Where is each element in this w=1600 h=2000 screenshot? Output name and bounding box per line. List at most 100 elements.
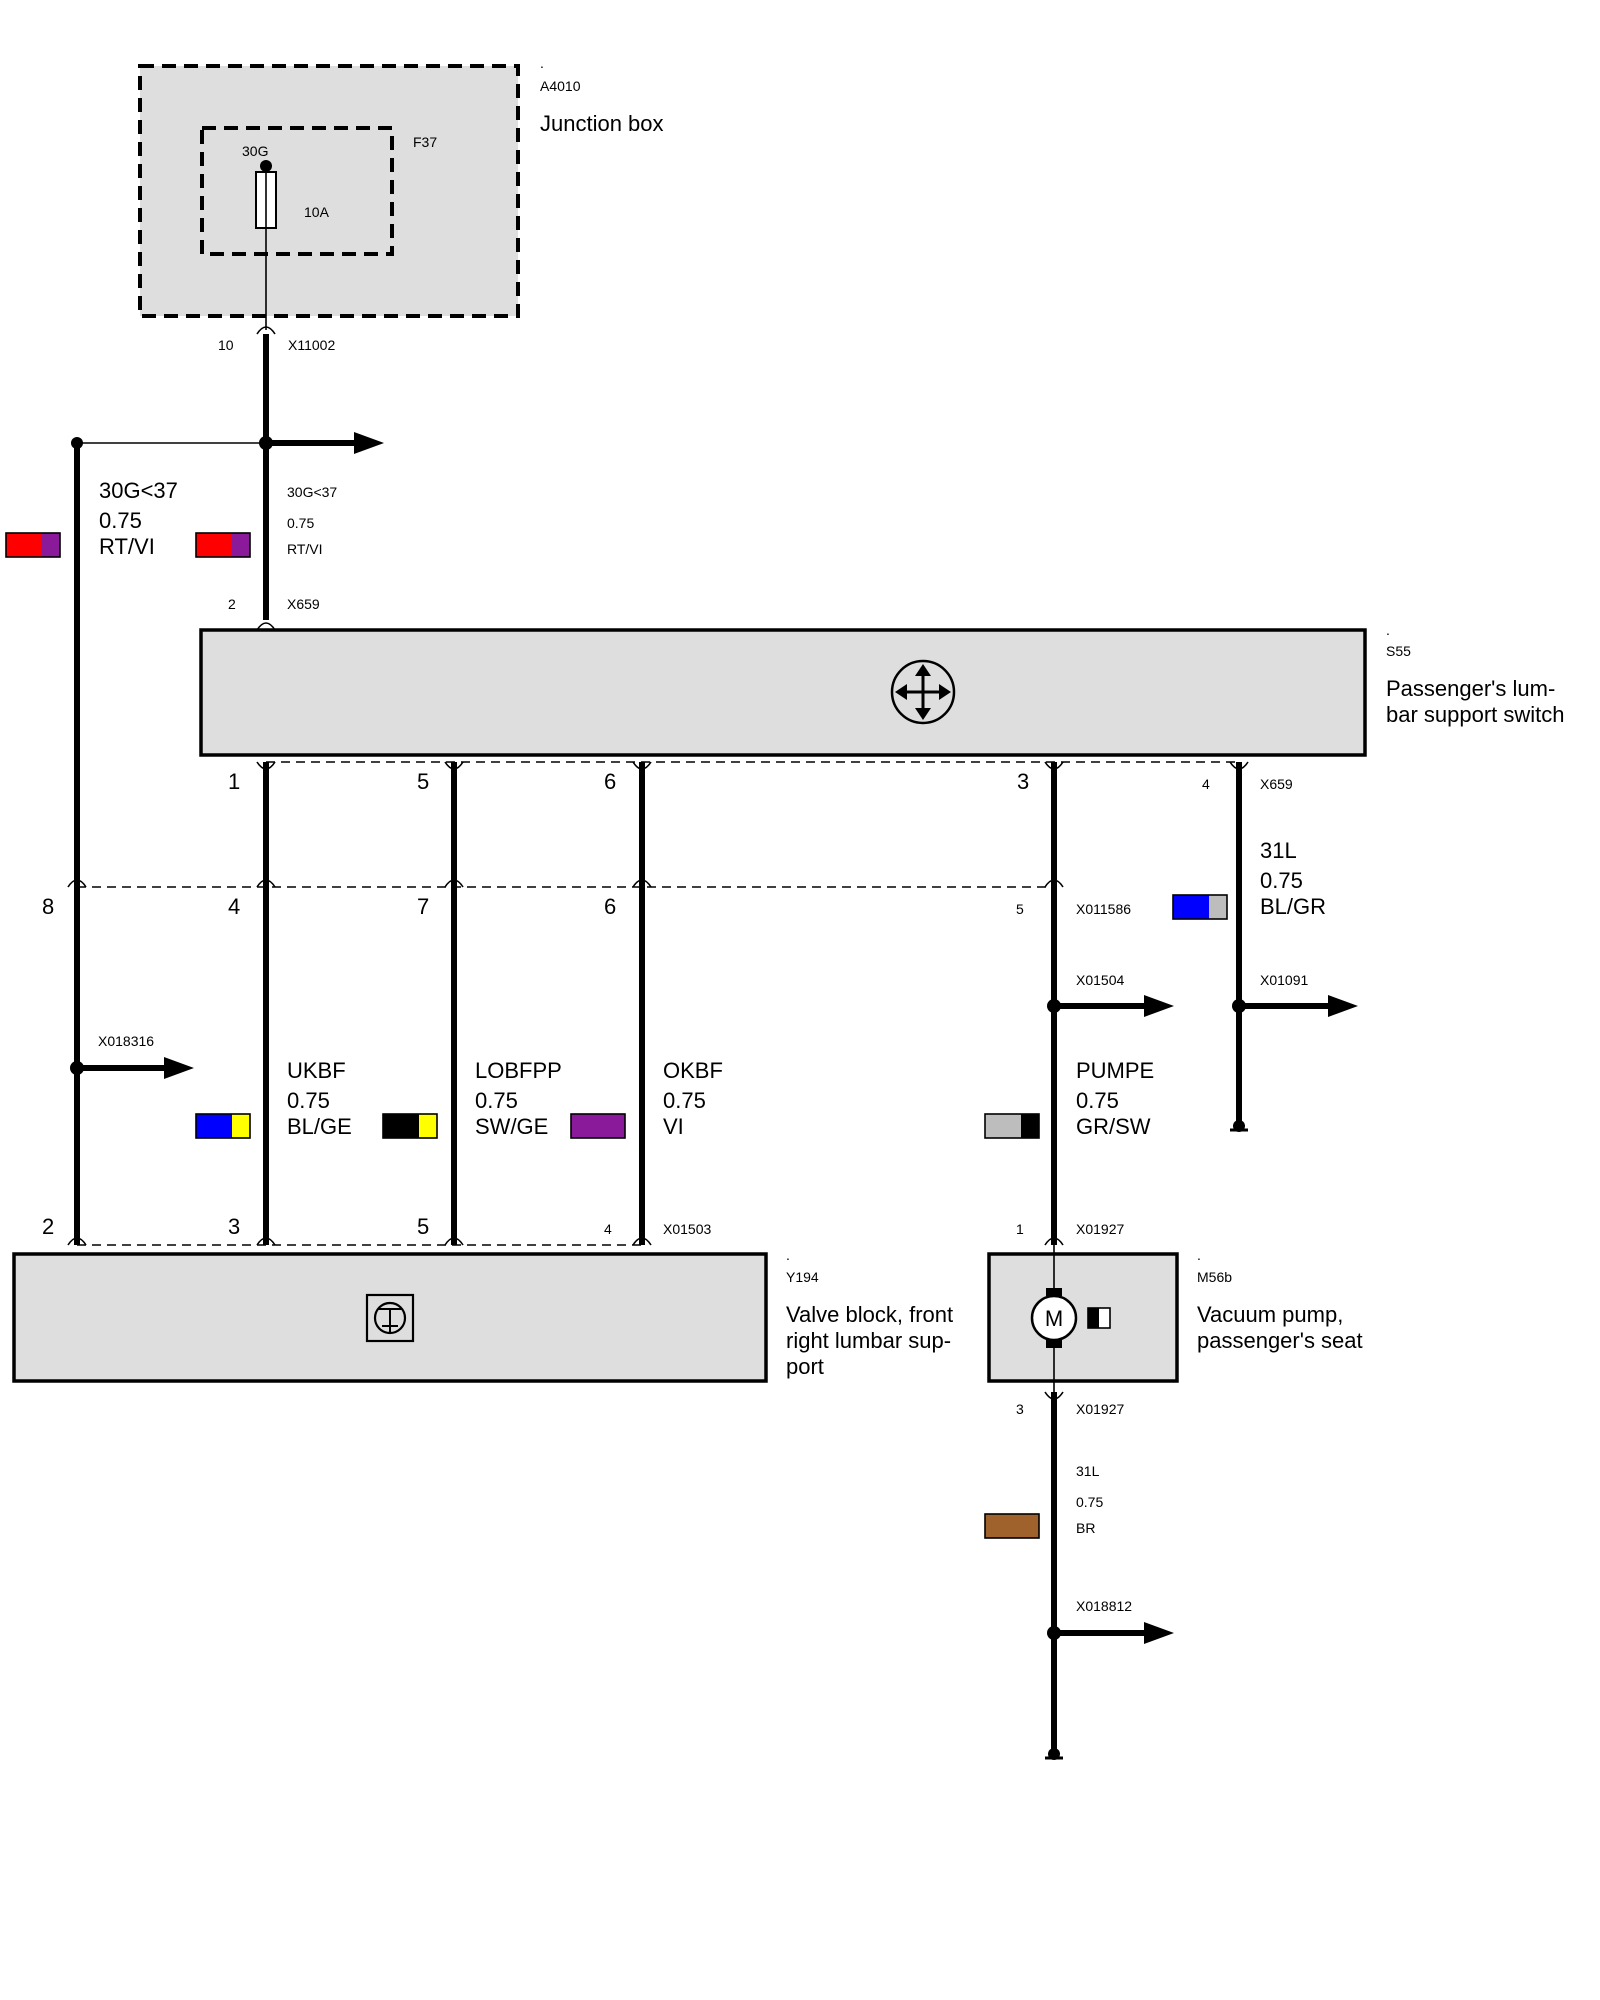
wire-30g-main-color: RT/VI — [287, 541, 323, 557]
valve-block-name-line1: Valve block, front — [786, 1302, 953, 1327]
connector-x011586-pin-8: 8 — [42, 894, 54, 919]
switch-input-terminal — [256, 622, 276, 631]
switch-name-line2: bar support switch — [1386, 702, 1565, 727]
arrow-30g-continue — [266, 432, 384, 454]
pump-connector-top: X01927 — [1076, 1221, 1124, 1237]
junction-box-pin-terminal — [256, 326, 276, 335]
ground-symbol-pump — [1045, 1748, 1063, 1760]
connector-x011586-pin-7: 7 — [417, 894, 429, 919]
arrow-x018812 — [1054, 1622, 1174, 1644]
fuse-holder-outline — [200, 126, 394, 256]
splice-x01504-label: X01504 — [1076, 972, 1124, 988]
valve-block-id: Y194 — [786, 1269, 819, 1285]
switch-input-connector: X659 — [287, 596, 320, 612]
motor-icon: M — [1030, 1288, 1078, 1348]
wire-lobfpp-size: 0.75 — [475, 1088, 518, 1113]
wire-label-pumpe: PUMPE 0.75 GR/SW — [984, 1058, 1154, 1139]
switch-pin-3: 3 — [1017, 769, 1029, 794]
wire-31l-ground-name: 31L — [1076, 1463, 1100, 1479]
wire-30g-left-size: 0.75 — [99, 508, 142, 533]
switch-pin-6: 6 — [604, 769, 616, 794]
switch-output-connector: X659 — [1260, 776, 1293, 792]
switch-name-line1: Passenger's lum- — [1386, 676, 1555, 701]
pump-top-terminal — [1044, 1237, 1064, 1246]
arrow-x01504 — [1054, 995, 1174, 1017]
valve-pin-4: 4 — [604, 1221, 612, 1237]
half-filled-square-icon — [1087, 1307, 1111, 1329]
valve-pin-2: 2 — [42, 1214, 54, 1239]
wire-terminals-switch — [256, 761, 1249, 770]
pump-pin-top: 1 — [1016, 1221, 1024, 1237]
lumbar-switch[interactable] — [199, 628, 1367, 757]
splice-x01091-label: X01091 — [1260, 972, 1308, 988]
wire-pumpe-name: PUMPE — [1076, 1058, 1154, 1083]
wire-label-lobfpp: LOBFPP 0.75 SW/GE — [382, 1058, 562, 1139]
wire-ukbf-name: UKBF — [287, 1058, 346, 1083]
junction-box-connector: X11002 — [288, 337, 335, 353]
valve-block-name-line3: port — [786, 1354, 824, 1379]
wire-label-31l-switch: 31L 0.75 BL/GR — [1172, 838, 1326, 920]
switch-dot: . — [1386, 622, 1390, 638]
four-way-arrow-icon — [890, 659, 956, 725]
wire-ukbf-color: BL/GE — [287, 1114, 352, 1139]
junction-box-dot: . — [540, 55, 544, 71]
connector-x011586-pin-4: 4 — [228, 894, 240, 919]
color-swatch-rt-vi-left — [5, 532, 61, 558]
junction-box[interactable]: . A4010 Junction box F37 30G 10A — [138, 55, 664, 330]
pump-name-line1: Vacuum pump, — [1197, 1302, 1343, 1327]
switch-body — [199, 628, 1367, 757]
wire-okbf-size: 0.75 — [663, 1088, 706, 1113]
pump-connector-bottom: X01927 — [1076, 1401, 1124, 1417]
valve-block-dot: . — [786, 1247, 790, 1263]
ground-symbol-switch — [1230, 1120, 1248, 1132]
valve-connector-terminals — [67, 1237, 652, 1246]
splice-x018316-label: X018316 — [98, 1033, 154, 1049]
arrow-x01091 — [1239, 995, 1358, 1017]
valve-block[interactable] — [12, 1252, 768, 1383]
wire-31l-switch-size: 0.75 — [1260, 868, 1303, 893]
color-swatch-rt-vi-main — [195, 532, 251, 558]
motor-label: M — [1045, 1306, 1063, 1331]
wire-31l-switch-name: 31L — [1260, 838, 1297, 863]
valve-icon — [365, 1293, 415, 1343]
pump-name-line2: passenger's seat — [1197, 1328, 1363, 1353]
switch-pin-5: 5 — [417, 769, 429, 794]
wire-pumpe-color: GR/SW — [1076, 1114, 1151, 1139]
pump-id: M56b — [1197, 1269, 1232, 1285]
wire-label-31l-ground: 31L 0.75 BR — [984, 1463, 1103, 1539]
connector-x011586-pin-5: 5 — [1016, 901, 1024, 917]
wire-pumpe-size: 0.75 — [1076, 1088, 1119, 1113]
fuse-id: F37 — [413, 134, 437, 150]
splice-x018812-label: X018812 — [1076, 1598, 1132, 1614]
wire-lobfpp-color: SW/GE — [475, 1114, 548, 1139]
color-swatch-bl-gr — [1172, 894, 1228, 920]
connector-x011586-pin-6: 6 — [604, 894, 616, 919]
vacuum-pump[interactable]: M — [987, 1245, 1179, 1392]
color-swatch-gr-sw — [984, 1113, 1040, 1139]
switch-pin-1: 1 — [228, 769, 240, 794]
junction-box-id: A4010 — [540, 78, 581, 94]
valve-connector: X01503 — [663, 1221, 711, 1237]
wire-okbf-name: OKBF — [663, 1058, 723, 1083]
wire-lobfpp-name: LOBFPP — [475, 1058, 562, 1083]
pump-dot: . — [1197, 1247, 1201, 1263]
switch-id: S55 — [1386, 643, 1411, 659]
valve-block-name-line2: right lumbar sup- — [786, 1328, 951, 1353]
wire-label-okbf: OKBF 0.75 VI — [570, 1058, 723, 1139]
fuse-rating: 10A — [304, 204, 330, 220]
wire-label-30g-left: 30G<37 0.75 RT/VI — [5, 478, 178, 559]
junction-box-pin: 10 — [218, 337, 234, 353]
junction-box-outline — [138, 64, 520, 318]
wire-31l-ground-size: 0.75 — [1076, 1494, 1103, 1510]
color-swatch-bl-ge — [195, 1113, 251, 1139]
junction-box-name: Junction box — [540, 111, 664, 136]
pump-pin-bottom: 3 — [1016, 1401, 1024, 1417]
fuse-terminal: 30G — [242, 143, 268, 159]
color-swatch-sw-ge — [382, 1113, 438, 1139]
wire-30g-main-name: 30G<37 — [287, 484, 337, 500]
color-swatch-br — [984, 1513, 1040, 1539]
wire-30g-main-size: 0.75 — [287, 515, 314, 531]
connector-x011586-terminals — [67, 879, 1064, 888]
pump-body — [987, 1252, 1179, 1383]
switch-input-pin: 2 — [228, 596, 236, 612]
